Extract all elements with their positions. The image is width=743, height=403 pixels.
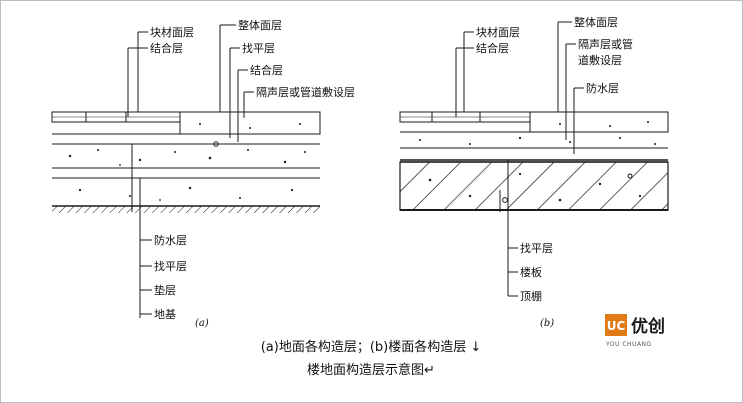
label-a-leveling-top: 找平层 <box>242 41 275 55</box>
ground-hatch <box>52 206 320 213</box>
caption-line-1: (a)地面各构造层；(b)楼面各构造层 ↓ <box>261 339 482 355</box>
label-b-block-surface: 块材面层 <box>476 25 520 39</box>
logo-sub: YOU CHUANG <box>605 341 652 348</box>
label-a-waterproof: 防水层 <box>154 233 187 247</box>
fig-label-b: (b) <box>540 318 554 329</box>
label-a-foundation: 地基 <box>154 308 176 321</box>
aggregate-dots-b <box>419 121 656 203</box>
label-a-cushion: 垫层 <box>154 283 176 297</box>
label-a-bonding-2: 结合层 <box>250 63 283 77</box>
label-b-leveling: 找平层 <box>520 241 553 255</box>
label-b-waterproof: 防水层 <box>586 81 619 95</box>
label-b-ceiling: 顶棚 <box>520 289 542 303</box>
logo-mark-bg <box>605 314 627 336</box>
label-a-soundproof: 隔声层或管道敷设层 <box>256 85 355 99</box>
logo-word: 优创 <box>631 316 665 337</box>
diagram-b: 块材面层 结合层 整体面层 隔声层或管 道敷设层 防水层 找平层 楼板 顶棚 (… <box>399 15 669 329</box>
label-a-bonding-1: 结合层 <box>150 41 183 55</box>
fig-label-a: (a) <box>195 318 209 329</box>
label-b-monolithic-surface: 整体面层 <box>574 15 618 29</box>
label-a-monolithic-surface: 整体面层 <box>238 18 282 32</box>
label-a-leveling: 找平层 <box>154 259 187 273</box>
diagram-a: 块材面层 结合层 整体面层 找平层 结合层 隔声层或管道敷设层 防水层 找平层 … <box>51 18 355 329</box>
aggregate-dots-a <box>68 123 306 201</box>
label-a-block-surface: 块材面层 <box>150 25 194 39</box>
brand-logo: UC 优创 YOU CHUANG <box>605 314 665 348</box>
label-b-soundproof-2: 道敷设层 <box>578 53 622 67</box>
label-b-bonding: 结合层 <box>476 41 509 55</box>
monolithic-surface-layer <box>179 111 321 135</box>
label-b-soundproof-1: 隔声层或管 <box>578 37 633 51</box>
label-b-slab: 楼板 <box>520 265 542 279</box>
logo-mark: UC <box>607 319 626 333</box>
floor-slab <box>399 161 669 211</box>
caption-line-2: 楼地面构造层示意图↵ <box>307 362 435 378</box>
